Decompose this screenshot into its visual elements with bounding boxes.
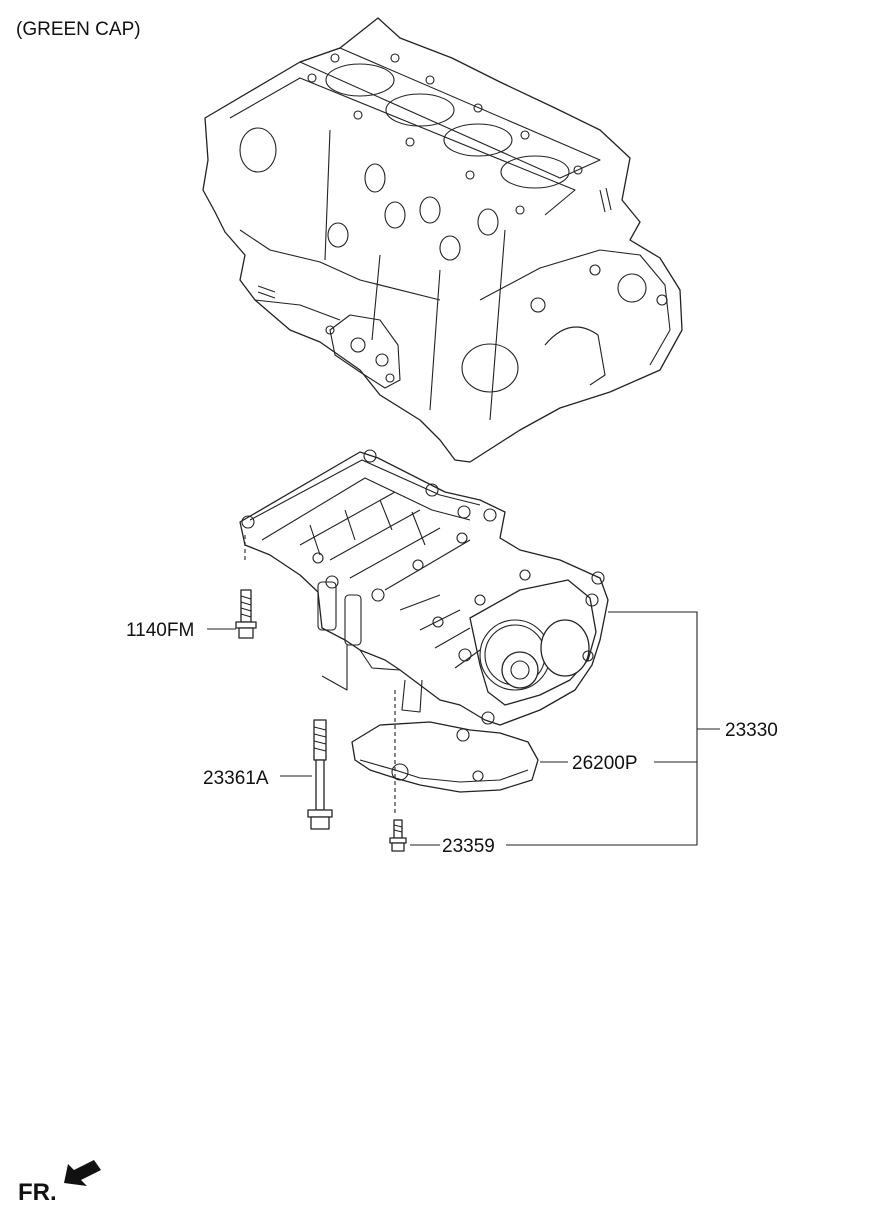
long-bolt-illustration <box>307 719 333 830</box>
alignment-line-long-bolt <box>321 645 348 691</box>
part-label-26200P: 26200P <box>572 753 638 774</box>
engine-block-illustration <box>202 17 683 463</box>
oil-pump-assembly-illustration <box>239 449 609 726</box>
oil-strainer-illustration <box>351 721 539 793</box>
flange-bolt-illustration <box>235 589 257 639</box>
part-label-23361A: 23361A <box>203 768 269 789</box>
header-note: (GREEN CAP) <box>16 19 141 40</box>
part-label-23330: 23330 <box>725 720 778 741</box>
front-direction-label: FR. <box>18 1179 57 1206</box>
part-label-23359: 23359 <box>442 836 495 857</box>
strainer-bolt-illustration <box>389 819 407 852</box>
front-arrow-icon <box>64 1160 101 1186</box>
front-direction-indicator: FR. <box>18 1160 101 1206</box>
leader-lines <box>207 611 720 846</box>
part-label-1140FM: 1140FM <box>126 620 194 641</box>
